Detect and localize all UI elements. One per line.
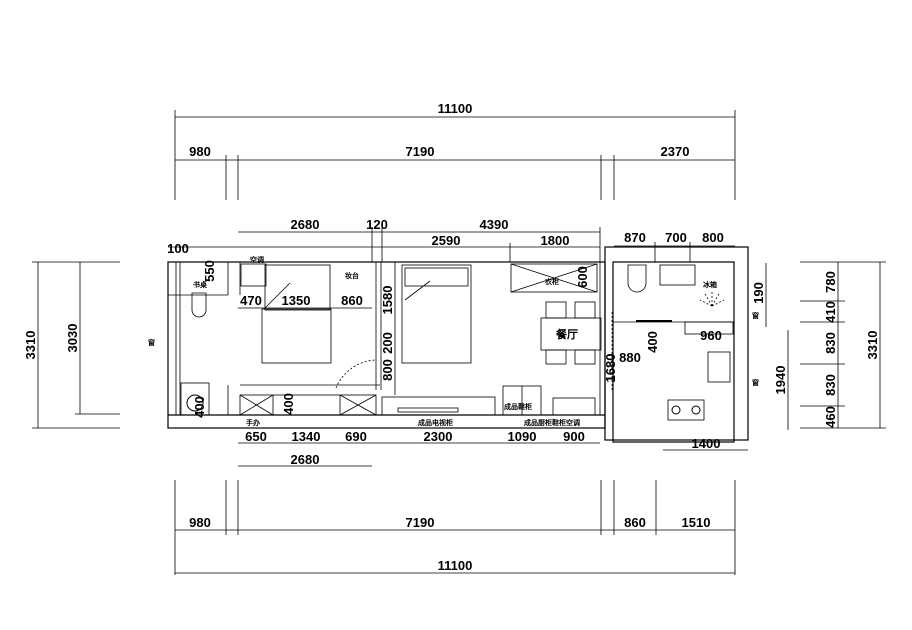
dim-400-cabinet: 400 [281, 393, 296, 415]
dim-4390: 4390 [480, 217, 509, 232]
dim-410: 410 [823, 301, 838, 323]
dim-1090: 1090 [508, 429, 537, 444]
dim-470: 470 [240, 293, 262, 308]
label-tv-cabinet: 成品电视柜 [418, 418, 453, 427]
dim-860-bottom: 860 [624, 515, 646, 530]
dim-980-bottom: 980 [189, 515, 211, 530]
room-labels: 空调 书桌 妆台 衣柜 餐厅 手办 成品电视柜 成品鞋柜 成品厨柜鞋柜空调 冰箱… [148, 255, 759, 427]
dim-1580: 1580 [380, 286, 395, 315]
dim-690: 690 [345, 429, 367, 444]
inner-dimensions: 470 1350 860 1580 800 200 600 400 550 40… [192, 260, 789, 430]
label-ac: 空调 [250, 255, 264, 264]
dim-700: 700 [665, 230, 687, 245]
dim-2300: 2300 [424, 429, 453, 444]
dim-550: 550 [202, 260, 217, 282]
dim-1350: 1350 [282, 293, 311, 308]
right-dimensions: 780 410 830 830 460 3310 [800, 261, 886, 429]
label-bottom-cabinet: 成品厨柜鞋柜空调 [524, 418, 580, 427]
dim-190: 190 [751, 282, 766, 304]
basin [659, 264, 696, 286]
toilet-right [627, 264, 647, 293]
dim-870: 870 [624, 230, 646, 245]
dim-200: 200 [380, 332, 395, 354]
washing-machine [180, 382, 210, 416]
dim-880: 880 [619, 350, 641, 365]
dim-2680-bottom: 2680 [291, 452, 320, 467]
dim-2370: 2370 [661, 144, 690, 159]
dim-7190: 7190 [406, 144, 435, 159]
cabinet-row [239, 394, 377, 416]
label-wardrobe: 衣柜 [545, 277, 559, 286]
bed-2 [401, 264, 472, 364]
dim-1510: 1510 [682, 515, 711, 530]
dim-2680: 2680 [291, 217, 320, 232]
dim-1680: 1680 [603, 354, 618, 383]
dim-7190-bottom: 7190 [406, 515, 435, 530]
dim-1400: 1400 [692, 436, 721, 451]
dim-830-b: 830 [823, 374, 838, 396]
dining-table [540, 317, 602, 351]
dim-1940: 1940 [773, 366, 788, 395]
dim-800: 800 [702, 230, 724, 245]
dim-2590: 2590 [432, 233, 461, 248]
label-window-right-1: 窗 [752, 311, 759, 320]
dim-total-top: 11100 [438, 101, 473, 116]
sink [707, 351, 731, 383]
dim-860: 860 [341, 293, 363, 308]
stove [667, 399, 705, 421]
left-dimensions: 3310 3030 [23, 261, 120, 429]
dim-120: 120 [366, 217, 388, 232]
dim-1340: 1340 [292, 429, 321, 444]
dim-3310-right: 3310 [865, 331, 880, 360]
bottom-dimensions: 650 1340 690 2300 1090 900 1400 2680 980… [174, 429, 748, 575]
dim-900: 900 [563, 429, 585, 444]
label-window-left: 窗 [148, 338, 155, 347]
dim-980: 980 [189, 144, 211, 159]
label-handrail: 手办 [246, 418, 260, 427]
walls [167, 246, 749, 443]
dim-400-kitchen: 400 [645, 331, 660, 353]
dim-960: 960 [700, 328, 722, 343]
dim-650: 650 [245, 429, 267, 444]
dim-780: 780 [823, 271, 838, 293]
dim-830-a: 830 [823, 332, 838, 354]
dim-3030: 3030 [65, 324, 80, 353]
dim-total-bottom: 11100 [438, 558, 473, 573]
dim-100: 100 [167, 241, 189, 256]
dim-400-washer: 400 [192, 396, 207, 418]
dim-3310-left: 3310 [23, 331, 38, 360]
dim-1800: 1800 [541, 233, 570, 248]
label-fridge: 冰箱 [703, 280, 717, 289]
dim-600: 600 [575, 266, 590, 288]
wardrobe [510, 263, 598, 293]
label-desk: 书桌 [193, 280, 207, 289]
bed-1 [261, 308, 332, 364]
label-shoe-cabinet: 成品鞋柜 [504, 402, 532, 411]
label-dresser: 妆台 [345, 271, 359, 280]
toilet-left [191, 292, 207, 318]
furniture [180, 263, 734, 421]
top-dimensions: 11100 980 7190 2370 2680 120 4390 100 25… [167, 101, 736, 262]
label-window-right-2: 窗 [752, 378, 759, 387]
dim-800: 800 [380, 359, 395, 381]
tv-cabinet [381, 396, 496, 416]
label-dining: 餐厅 [555, 327, 578, 341]
dim-460: 460 [823, 406, 838, 428]
